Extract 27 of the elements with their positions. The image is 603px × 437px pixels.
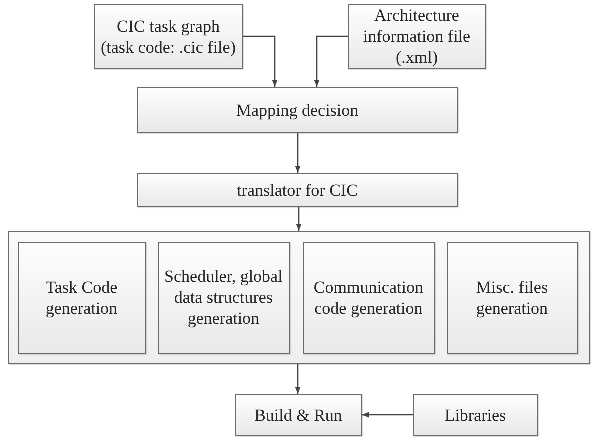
step-label: Misc. files generation: [476, 276, 548, 319]
process-box: [18, 242, 146, 354]
step-label: Scheduler, global data structures generation: [164, 266, 284, 330]
input-file-box: [94, 4, 243, 69]
group-frame: [8, 231, 590, 364]
arrow: [362, 412, 413, 418]
process-box: [235, 394, 362, 436]
process-box: [137, 173, 458, 207]
step-label: Mapping decision: [236, 100, 359, 120]
step-label: CIC task graph (task code: .cic file): [101, 16, 236, 58]
step-label: Communication code generation: [314, 276, 424, 319]
step-label: Build & Run: [254, 404, 342, 426]
arrow: [243, 36, 278, 87]
arrow: [296, 207, 302, 231]
process-box: [302, 242, 435, 354]
step-label: Architecture information file (.xml): [363, 5, 471, 68]
arrow: [295, 133, 301, 173]
arrow: [295, 364, 301, 394]
input-file-box: [348, 4, 486, 69]
arrow: [314, 36, 348, 87]
process-box: [158, 242, 290, 354]
step-label: Libraries: [444, 404, 506, 426]
process-box: [446, 242, 578, 354]
step-label: Task Code generation: [46, 276, 118, 319]
step-label: translator for CIC: [237, 180, 358, 200]
process-box: [413, 394, 538, 436]
process-box: [137, 87, 458, 133]
